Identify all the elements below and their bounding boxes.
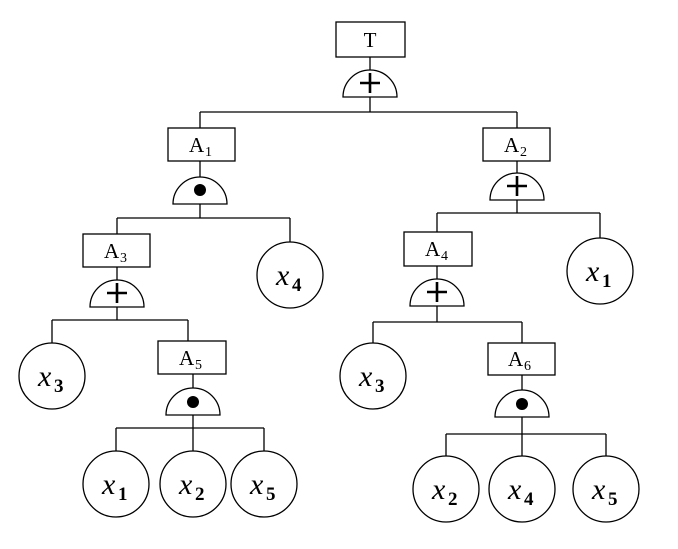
event-label: A — [179, 346, 195, 370]
or-gate-A4 — [409, 278, 465, 307]
basic-event-a5_x5: x 5 — [230, 450, 298, 518]
basic-event-sub: 1 — [118, 484, 128, 505]
basic-event-a1_x4: x 4 — [256, 241, 324, 309]
or-gate-icon — [107, 283, 127, 303]
event-subscript: 5 — [195, 358, 202, 373]
or-gate-T — [342, 69, 398, 98]
and-gate-A6 — [494, 389, 550, 418]
basic-event-a5_x1: x 1 — [82, 450, 150, 518]
event-box-A1 — [167, 127, 236, 162]
event-A1: A 1 — [167, 127, 236, 162]
event-A5: A 5 — [157, 340, 227, 375]
event-box-A4 — [403, 231, 473, 267]
event-subscript: 6 — [524, 359, 531, 374]
basic-event-a6_x5: x 5 — [572, 455, 640, 523]
event-A2: A 2 — [482, 127, 551, 162]
event-label: A — [425, 237, 441, 261]
event-label: A — [104, 239, 120, 263]
basic-event-var: x — [275, 259, 290, 292]
and-gate-icon — [516, 398, 528, 410]
basic-event-a6_x4: x 4 — [488, 455, 556, 523]
basic-event-sub: 1 — [602, 271, 612, 292]
event-label: A — [508, 347, 524, 371]
or-gate-A3 — [89, 279, 145, 308]
event-box-A5 — [157, 340, 227, 375]
basic-event-a4_x3: x 3 — [339, 342, 407, 410]
event-subscript: 2 — [520, 145, 527, 160]
or-gate-icon — [427, 282, 447, 302]
event-box-A2 — [482, 127, 551, 162]
and-gate-A5 — [165, 387, 221, 416]
event-subscript: 4 — [441, 249, 448, 264]
basic-event-a2_x1: x 1 — [566, 237, 634, 305]
basic-event-sub: 5 — [266, 484, 276, 505]
and-gate-icon — [187, 396, 199, 408]
event-A3: A 3 — [82, 233, 151, 268]
basic-event-var: x — [178, 468, 193, 501]
basic-event-var: x — [591, 473, 606, 506]
basic-event-a6_x2: x 2 — [412, 455, 480, 523]
or-gate-A2 — [489, 172, 545, 201]
basic-event-a3_x3: x 3 — [18, 342, 86, 410]
basic-event-var: x — [37, 360, 52, 393]
basic-event-a5_x2: x 2 — [159, 450, 227, 518]
connection-lines — [51, 57, 607, 456]
event-box-T — [335, 21, 406, 58]
basic-event-sub: 3 — [375, 376, 385, 397]
event-T: T — [335, 21, 406, 58]
event-A6: A 6 — [487, 342, 556, 376]
event-subscript: 3 — [120, 251, 127, 266]
and-gate-icon — [194, 184, 206, 196]
basic-event-var: x — [101, 468, 116, 501]
or-gate-icon — [360, 73, 380, 93]
basic-event-var: x — [431, 473, 446, 506]
and-gate-A1 — [172, 176, 228, 205]
basic-event-var: x — [358, 360, 373, 393]
basic-event-var: x — [249, 468, 264, 501]
basic-event-var: x — [585, 255, 600, 288]
or-gate-icon — [507, 176, 527, 196]
event-box-A6 — [487, 342, 556, 376]
event-label: A — [504, 133, 520, 157]
basic-event-sub: 2 — [448, 489, 458, 510]
basic-event-sub: 4 — [524, 489, 534, 510]
event-box-A3 — [82, 233, 151, 268]
basic-event-sub: 2 — [195, 484, 205, 505]
basic-event-sub: 3 — [54, 376, 64, 397]
event-A4: A 4 — [403, 231, 473, 267]
basic-event-var: x — [507, 473, 522, 506]
basic-event-sub: 5 — [608, 489, 618, 510]
event-subscript: 1 — [205, 145, 212, 160]
event-label: T — [364, 28, 377, 52]
event-label: A — [189, 133, 205, 157]
basic-event-sub: 4 — [292, 275, 302, 296]
